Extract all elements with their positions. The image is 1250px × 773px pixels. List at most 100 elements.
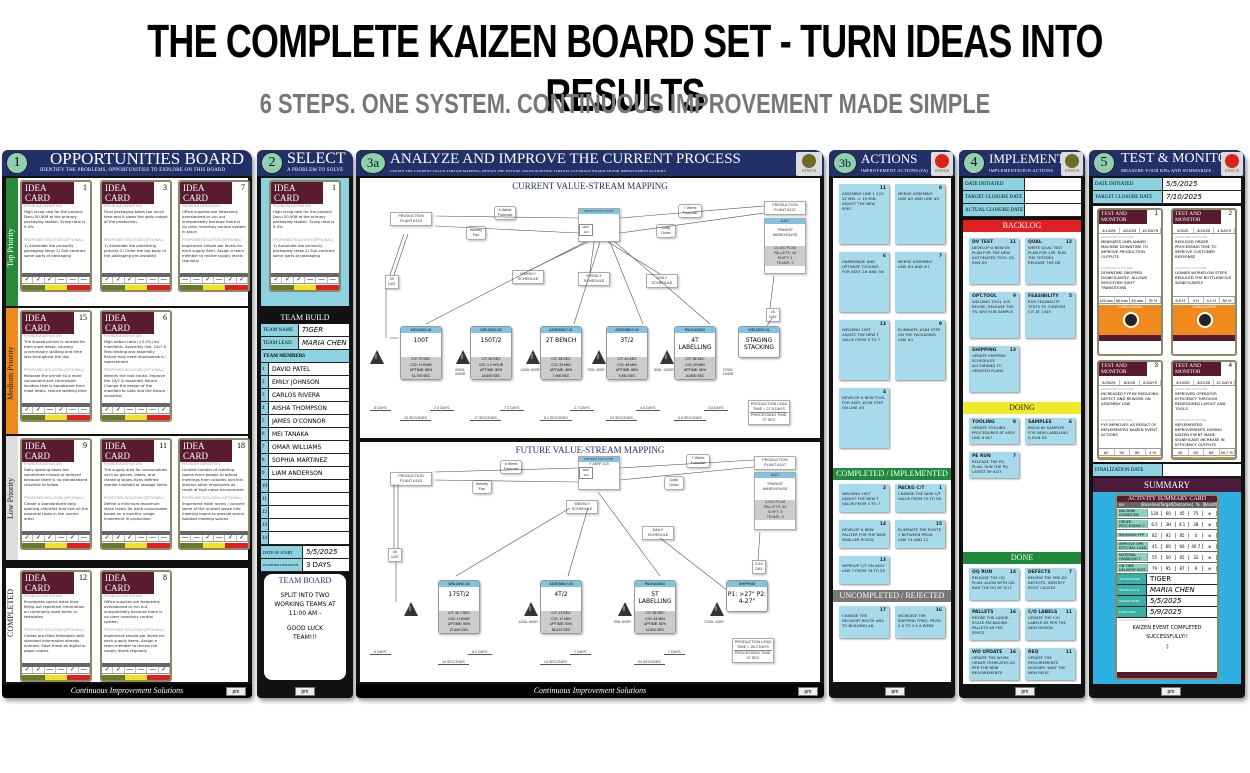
summary-team-name[interactable]: TIGER: [1150, 575, 1172, 583]
sticky-note[interactable]: WO UPDATE16Update the work order templat…: [969, 648, 1019, 680]
schedule-box: WEEKLY SCHEDULE: [566, 500, 598, 514]
team-name-field[interactable]: TIGER: [302, 326, 324, 334]
schedule-box: WEEKLY SCHEDULE: [578, 272, 610, 286]
timeline-days: 6 DAYS: [370, 406, 391, 411]
date-initiated-field[interactable]: [1025, 178, 1028, 190]
sticky-note[interactable]: 6Harmonize and optimize tooling for assy…: [839, 252, 889, 312]
sticky-note[interactable]: SAMPLES6Build 60 samples for new labelli…: [1025, 418, 1075, 444]
sticky-note[interactable]: 4Develop a new tool for assy #238 step o…: [839, 388, 889, 448]
sticky-note[interactable]: QUAL12Write qual test plan for 10E. Run …: [1025, 238, 1075, 284]
sticky-note[interactable]: PALLETS16Revise the large-scale packagin…: [969, 608, 1019, 640]
start-date-field[interactable]: 5/5/2025: [306, 548, 338, 556]
sticky-note[interactable]: TOOLING8Update tooling procedures at ass…: [969, 418, 1019, 444]
timeline-days: 7 DAYS: [570, 650, 591, 655]
sticky-note[interactable]: 11Assembly line 1 C/O: 22 min -> 15 min.…: [839, 184, 889, 244]
sticky-note[interactable]: OPT.TOOL9Welding tool 105 revise, releas…: [969, 292, 1019, 338]
step-number: 3b: [833, 152, 857, 174]
truck-in: 3X DAY: [385, 275, 399, 289]
sticky-note[interactable]: 7Merge assembly line #4 and #7: [895, 252, 945, 312]
schedule-box: DAILY SCHEDULE: [642, 526, 674, 540]
sticky-note[interactable]: 13Improve C/T on assy line 7 from 78 to …: [839, 556, 889, 584]
sticky-note[interactable]: 15Eliminate the route 7 between prod. li…: [895, 520, 945, 548]
status-indicator[interactable]: STATUS: [796, 152, 822, 176]
sticky-note[interactable]: 2Welding 100T adjust the new T value fro…: [839, 484, 889, 512]
sticky-note[interactable]: 16Increase the shipping freq. from 2.5 t…: [895, 606, 945, 638]
status-indicator[interactable]: STATUS: [1221, 152, 1243, 176]
sticky-note[interactable]: 13Welding 100T adjust the new T value fr…: [839, 320, 889, 380]
summary-end-date[interactable]: 5/9/2025: [1150, 608, 1182, 616]
inventory-triangle: [524, 602, 538, 616]
sticky-note[interactable]: PE RUN7Release the PQ plan. Run the PQ l…: [969, 452, 1019, 478]
target-closure-field[interactable]: 7/10/2025: [1166, 193, 1202, 201]
vsm-connector-lines: [385, 205, 775, 345]
sticky-note[interactable]: REQ11Update the requirements dossier, wa…: [1025, 648, 1075, 680]
sticky-note[interactable]: 14Develop a new pallter for the new smal…: [839, 520, 889, 548]
team-member-row[interactable]: 11: [261, 493, 349, 506]
summary-team-lead[interactable]: MARIA CHEN: [1150, 586, 1195, 594]
sticky-note[interactable]: DV TEST11Develop a new DV plan for the n…: [969, 238, 1019, 284]
team-member-row[interactable]: 13: [261, 519, 349, 532]
schedule-box: DAILY SCHEDULE: [646, 274, 678, 288]
sticky-note[interactable]: OQ RUN14Release the OQ plan. Align with …: [969, 568, 1019, 600]
status-indicator[interactable]: STATUS: [1061, 152, 1083, 176]
sticky-note[interactable]: C/O LABELS11Update the C/O labels as per…: [1025, 608, 1075, 640]
date-initiated-field[interactable]: 5/5/2025: [1166, 180, 1198, 188]
team-member-row[interactable]: 14: [261, 532, 349, 545]
actual-closure-field[interactable]: [1025, 204, 1028, 216]
actions-board: 3b ACTIONS IMPROVEMENT ACTIONS (IA) STAT…: [829, 150, 955, 698]
board-header: 1 OPPORTUNITIES BOARD IDENTIFY THE PROBL…: [2, 150, 252, 176]
step-number: 2: [261, 152, 283, 174]
timeline-seconds: 10 SECONDS: [438, 660, 469, 665]
sticky-note[interactable]: FEASIBILITY5Run feasibility tests to con…: [1025, 292, 1075, 338]
customer-box: PRODUCTION PLANT A107: [764, 201, 806, 215]
summary-start-date[interactable]: 5/5/2025: [1150, 597, 1182, 605]
target-closure-field[interactable]: [1025, 191, 1028, 203]
team-board-note: TEAM BOARD SPLIT INTO TWO WORKING TEAMS …: [264, 574, 346, 680]
board-subtitle: MEASURE YOUR KPIs AND SUMMARIZE: [1121, 168, 1212, 173]
status-indicator[interactable]: STATUS: [931, 152, 953, 176]
done-header: DONE: [963, 552, 1081, 564]
duration-field[interactable]: 3 DAYS: [306, 561, 331, 569]
team-member-row[interactable]: 12: [261, 506, 349, 519]
sticky-note[interactable]: 8Merge assembly line #2 and line #5: [895, 184, 945, 244]
sticky-note[interactable]: DEFECTS7Review the pre-DV defects. Ident…: [1025, 568, 1075, 600]
sticky-note[interactable]: SHIPPING13Update shipping schedules acco…: [969, 346, 1019, 392]
team-member-row[interactable]: 10: [261, 480, 349, 493]
finalization-date-field[interactable]: [1163, 464, 1166, 476]
sticky-note[interactable]: 17Change the delivery route #84 to build…: [839, 606, 889, 638]
team-lead-field[interactable]: MARIA CHEN: [302, 339, 347, 347]
sticky-note[interactable]: 9Eliminate #284 step on the packaging li…: [895, 320, 945, 380]
sticky-note[interactable]: PACKG C/T1Change the new C/T value from …: [895, 484, 945, 512]
kanban-body: BACKLOG DV TEST11Develop a new DV plan f…: [963, 220, 1081, 684]
board-title: ACTIONS: [861, 151, 918, 166]
